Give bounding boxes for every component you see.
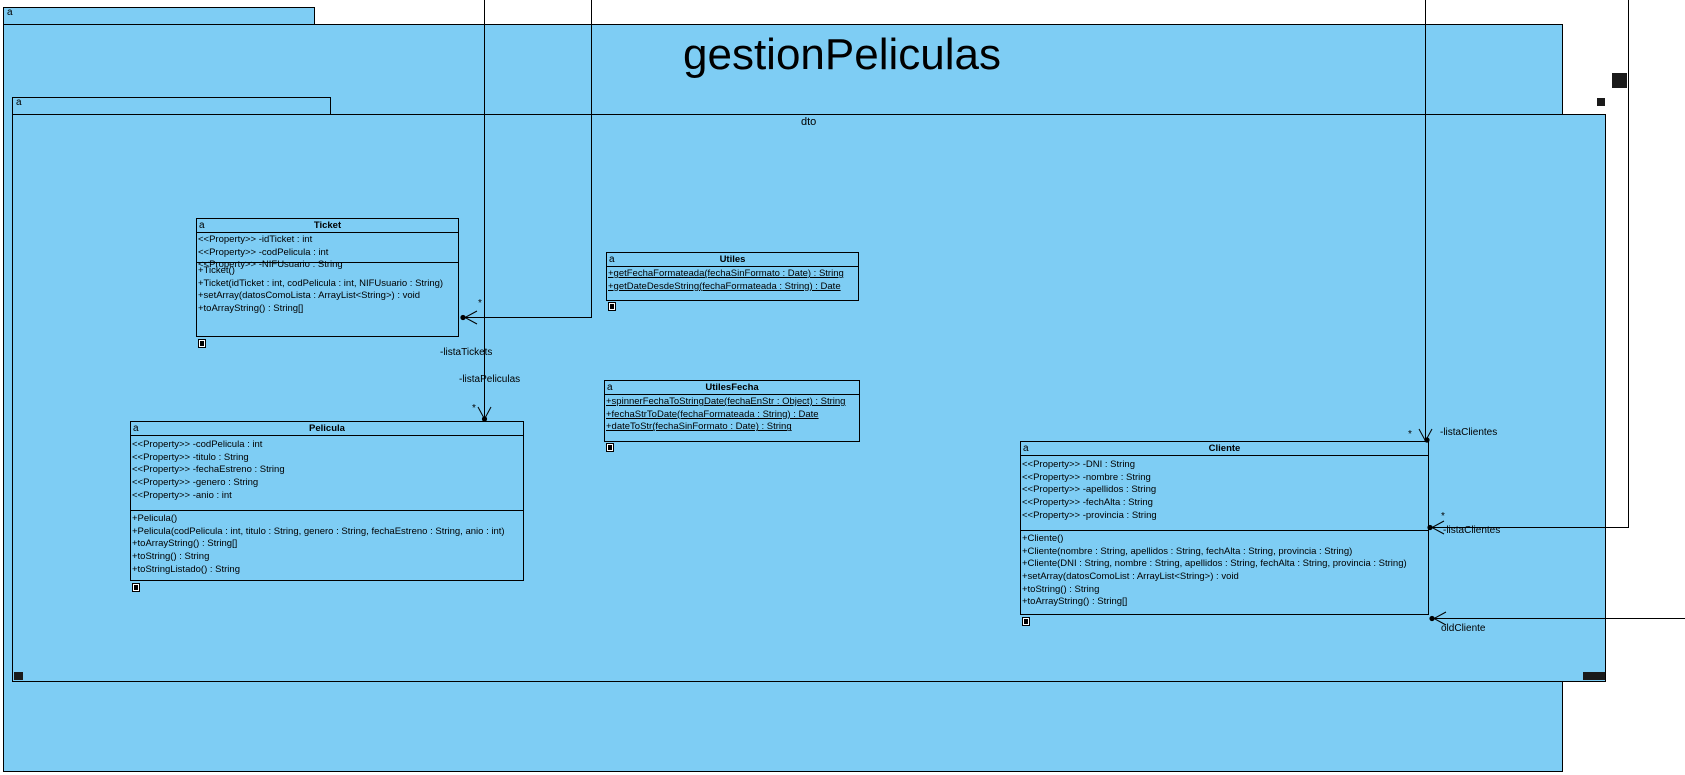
operations-section: +spinnerFechaToStringDate(fechaEnStr : O…: [605, 395, 859, 435]
class-header: a Utiles: [607, 253, 858, 267]
attribute: <<Property>> -apellidos : String: [1022, 484, 1157, 496]
attribute: <<Property>> -NIFUsuario : String: [198, 259, 343, 271]
attribute: <<Property>> -genero : String: [132, 477, 259, 489]
package-icon: a: [16, 97, 22, 108]
attribute: <<Property>> -fechaEstreno : String: [132, 464, 285, 476]
operation: +Ticket(idTicket : int, codPelicula : in…: [198, 277, 444, 289]
class-header: a Pelicula: [131, 422, 523, 436]
operations-section: +Cliente() +Cliente(nombre : String, ape…: [1021, 531, 1428, 610]
operation: +getFechaFormateada(fechaSinFormato : Da…: [608, 268, 844, 279]
toolbar-icon[interactable]: [1583, 672, 1597, 680]
association-listaClientes-2: [1432, 0, 1629, 528]
class-name: Cliente: [1208, 443, 1241, 454]
toolbar-icon[interactable]: [1597, 672, 1605, 680]
class-pelicula[interactable]: a Pelicula <<Property>> -codPelicula : in…: [130, 421, 524, 581]
class-name: Pelicula: [309, 423, 345, 434]
operation: +toString() : String: [132, 551, 210, 563]
attribute: <<Property>> -codPelicula : int: [132, 439, 263, 450]
class-name: Ticket: [313, 220, 342, 231]
attribute: <<Property>> -titulo : String: [132, 451, 249, 463]
note-icon[interactable]: [608, 302, 616, 311]
multiplicity-listaPeliculas: *: [472, 403, 476, 414]
role-label-listaClientes: -listaClientes: [1443, 525, 1501, 536]
multiplicity-listaTickets: *: [478, 298, 482, 309]
navigability-dot: [1424, 437, 1430, 443]
role-label-listaTickets: -listaTickets: [440, 347, 493, 358]
attributes-section: <<Property>> -idTicket : int <<Property>…: [197, 233, 458, 270]
attributes-section: <<Property>> -codPelicula : int <<Proper…: [131, 436, 523, 511]
outer-package-title: gestionPeliculas: [683, 30, 1001, 79]
operation: +toStringListado() : String: [132, 563, 240, 575]
operation: +dateToStr(fechaSinFormato : Date) : Str…: [606, 421, 792, 433]
class-cliente[interactable]: a Cliente <<Property>> -DNI : String <<Pr…: [1020, 441, 1429, 615]
operation: +Pelicula(codPelicula : int, titulo : St…: [132, 525, 505, 537]
role-label-listaPeliculas: -listaPeliculas: [459, 374, 521, 385]
operation: +Cliente(nombre : String, apellidos : St…: [1022, 545, 1353, 557]
collapse-icon[interactable]: [1597, 98, 1605, 106]
attribute: <<Property>> -nombre : String: [1022, 471, 1151, 483]
note-icon[interactable]: [198, 339, 206, 348]
operation: +Ticket(): [198, 265, 235, 276]
role-label-listaClientes: -listaClientes: [1440, 427, 1498, 438]
class-icon: a: [133, 423, 139, 434]
operation: +Cliente(DNI : String, nombre : String, …: [1022, 558, 1407, 570]
operation: +getDateDesdeString(fechaFormateada : St…: [608, 280, 841, 292]
operation: +Pelicula(): [132, 513, 178, 524]
attribute: <<Property>> -anio : int: [132, 489, 232, 501]
association-listaTickets: [465, 0, 592, 318]
class-header: a Cliente: [1021, 442, 1428, 456]
note-icon[interactable]: [132, 583, 140, 592]
operation: +Cliente(): [1022, 533, 1064, 544]
resize-handle-icon[interactable]: [14, 672, 23, 680]
package-icon: a: [7, 7, 13, 18]
navigability-dot: [1429, 615, 1435, 622]
class-utiles[interactable]: a Utiles +getFechaFormateada(fechaSinForm…: [606, 252, 859, 301]
navigability-dot: [1427, 524, 1433, 531]
operation: +toString() : String: [1022, 583, 1100, 595]
navigability-dot: [481, 416, 488, 422]
operation: +setArray(datosComoLista : ArrayList<Str…: [198, 290, 421, 302]
note-icon[interactable]: [1022, 617, 1030, 626]
operation: +setArray(datosComoList : ArrayList<Stri…: [1022, 571, 1239, 583]
operations-section: +Pelicula() +Pelicula(codPelicula : int,…: [131, 511, 523, 577]
attributes-section: <<Property>> -DNI : String <<Property>> …: [1021, 456, 1428, 531]
operation: +toArrayString() : String[]: [198, 303, 304, 315]
operation: +fechaStrToDate(fechaFormateada : String…: [606, 408, 819, 420]
class-ticket[interactable]: a Ticket <<Property>> -idTicket : int <<P…: [196, 218, 459, 337]
package-corner-icon: [1612, 73, 1627, 88]
class-icon: a: [609, 254, 615, 265]
attribute: <<Property>> -provincia : String: [1022, 509, 1157, 521]
class-icon: a: [607, 382, 613, 393]
operations-section: +getFechaFormateada(fechaSinFormato : Da…: [607, 267, 858, 294]
operation: +toArrayString() : String[]: [1022, 596, 1128, 608]
class-name: UtilesFecha: [705, 382, 759, 393]
navigability-dot: [460, 314, 466, 321]
operation: +spinnerFechaToStringDate(fechaEnStr : O…: [606, 396, 846, 407]
attribute: <<Property>> -fechAlta : String: [1022, 497, 1153, 509]
class-header: a Ticket: [197, 219, 458, 233]
note-icon[interactable]: [606, 443, 614, 452]
class-icon: a: [1023, 443, 1029, 454]
class-name: Utiles: [719, 254, 746, 265]
class-header: a UtilesFecha: [605, 381, 859, 395]
inner-package-title: dto: [801, 116, 817, 128]
attribute: <<Property>> -codPelicula : int: [198, 246, 329, 258]
multiplicity-listaClientes: *: [1441, 511, 1445, 522]
class-utilesfecha[interactable]: a UtilesFecha +spinnerFechaToStringDate(f…: [604, 380, 860, 442]
role-label-oldCliente: oldCliente: [1441, 623, 1486, 634]
attribute: <<Property>> -idTicket : int: [198, 234, 313, 245]
operation: +toArrayString() : String[]: [132, 538, 238, 550]
attribute: <<Property>> -DNI : String: [1022, 459, 1135, 470]
multiplicity-listaClientes: *: [1408, 429, 1412, 440]
operations-section: +Ticket() +Ticket(idTicket : int, codPel…: [197, 263, 458, 317]
class-icon: a: [199, 220, 205, 231]
